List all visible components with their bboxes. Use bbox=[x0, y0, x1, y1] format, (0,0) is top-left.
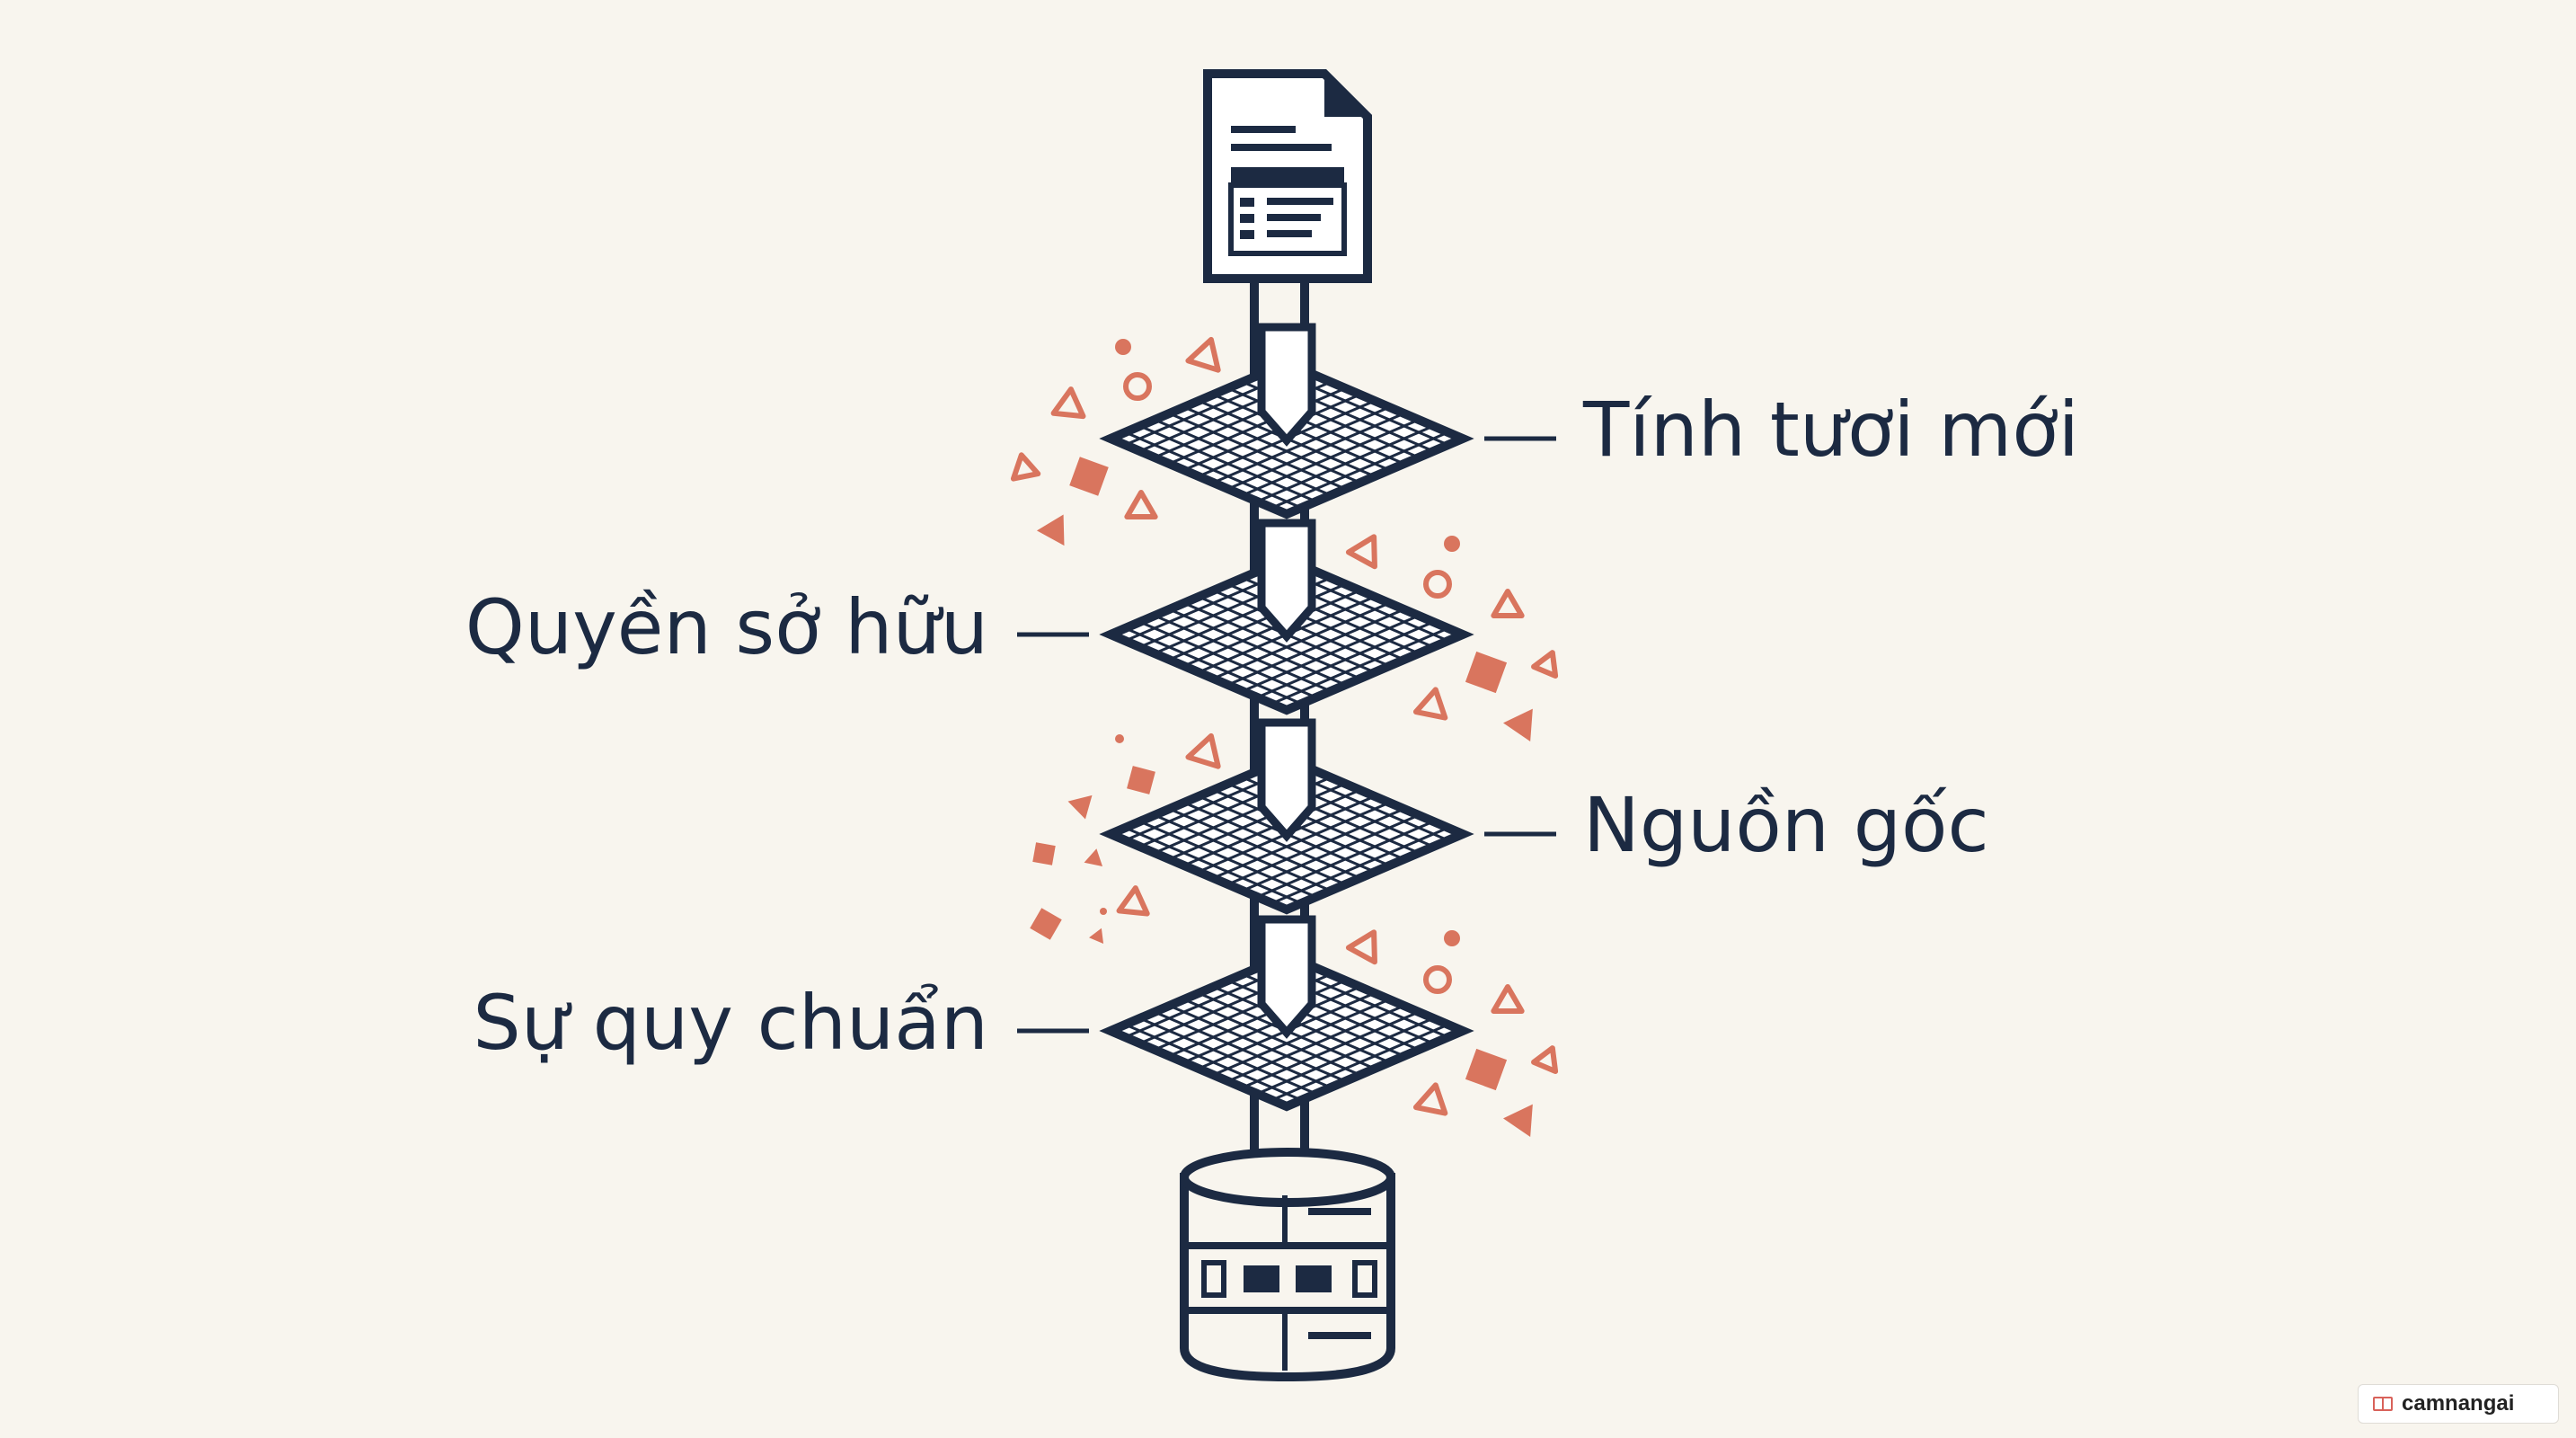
scattered-shapes bbox=[1010, 336, 1559, 1137]
triangle-shape bbox=[1491, 984, 1525, 1014]
square-shape bbox=[1032, 842, 1056, 865]
arrow-icon bbox=[1257, 323, 1316, 447]
triangle-shape bbox=[1124, 490, 1158, 519]
triangle-shape bbox=[1010, 452, 1041, 482]
square-shape bbox=[1127, 766, 1155, 794]
label-standardization: Sự quy chuẩn bbox=[473, 979, 988, 1067]
document-icon bbox=[1203, 69, 1372, 283]
triangle-shape bbox=[1050, 386, 1086, 420]
triangle-shape bbox=[1412, 1082, 1448, 1116]
book-icon bbox=[2373, 1397, 2393, 1411]
circle-shape bbox=[1423, 965, 1452, 994]
triangle-shape bbox=[1345, 534, 1377, 570]
square-shape bbox=[1030, 908, 1062, 940]
triangle-shape bbox=[1531, 650, 1559, 679]
triangle-shape bbox=[1084, 848, 1103, 866]
dot-shape bbox=[1444, 930, 1460, 946]
filter-grid-icon bbox=[1099, 519, 1474, 715]
arrow-icon bbox=[1257, 718, 1316, 842]
label-ownership: Quyền sở hữu bbox=[465, 583, 988, 671]
dot-shape bbox=[1115, 734, 1124, 743]
triangle-shape bbox=[1116, 885, 1150, 917]
square-shape bbox=[1465, 1048, 1508, 1091]
filter-grid-icon bbox=[1099, 323, 1474, 519]
dot-shape bbox=[1115, 339, 1131, 355]
watermark-badge: camnangai bbox=[2358, 1384, 2559, 1424]
arrow-icon bbox=[1257, 519, 1316, 643]
label-origin: Nguồn gốc bbox=[1583, 781, 1989, 869]
triangle-shape bbox=[1067, 794, 1093, 820]
triangle-shape bbox=[1531, 1045, 1559, 1074]
triangle-shape bbox=[1502, 1104, 1533, 1137]
triangle-shape bbox=[1089, 928, 1104, 944]
triangle-shape bbox=[1185, 336, 1221, 373]
arrow-icon bbox=[1257, 915, 1316, 1039]
circle-shape bbox=[1423, 570, 1452, 599]
filter-grid-icon bbox=[1099, 915, 1474, 1112]
triangle-shape bbox=[1412, 687, 1448, 721]
square-shape bbox=[1069, 457, 1109, 496]
triangle-shape bbox=[1502, 708, 1533, 741]
label-freshness: Tính tươi mới bbox=[1583, 386, 2079, 474]
triangle-shape bbox=[1185, 732, 1221, 769]
triangle-shape bbox=[1036, 514, 1065, 546]
square-shape bbox=[1465, 651, 1508, 694]
triangle-shape bbox=[1491, 589, 1525, 618]
watermark-text: camnangai bbox=[2402, 1391, 2515, 1416]
dot-shape bbox=[1444, 536, 1460, 552]
triangle-shape bbox=[1345, 929, 1377, 965]
filter-grid-icon bbox=[1099, 718, 1474, 915]
dot-shape bbox=[1100, 908, 1107, 915]
database-icon bbox=[1180, 1148, 1395, 1382]
circle-shape bbox=[1123, 372, 1152, 401]
